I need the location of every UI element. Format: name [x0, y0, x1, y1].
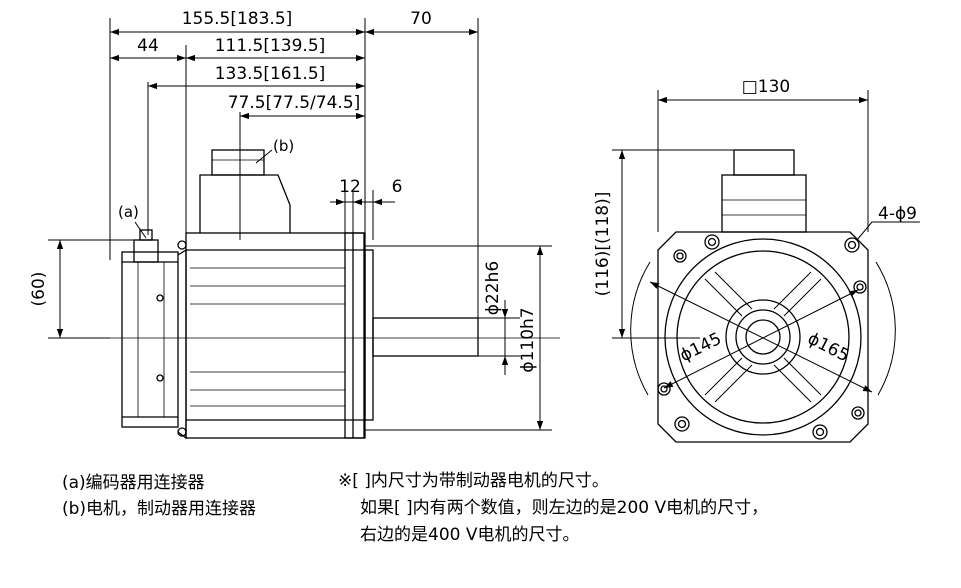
dim-133-5: 133.5[161.5]: [215, 64, 326, 84]
rear-cover: [121, 229, 187, 440]
dim-44: 44: [137, 36, 159, 56]
dim-12: 12: [339, 177, 361, 197]
dim-holes: 4-ϕ9: [878, 204, 917, 224]
legend-item-b: (b)电机，制动器用连接器: [62, 499, 257, 519]
remark-line-2: 如果[ ]内有两个数值，则左边的是200 V电机的尺寸，: [360, 498, 769, 518]
remark: ※[ ]内尺寸为带制动器电机的尺寸。 如果[ ]内有两个数值，则左边的是200 …: [338, 468, 768, 549]
dim-111-5: 111.5[139.5]: [215, 36, 326, 56]
dimension-lines: [56, 28, 544, 430]
dim-phi165: ϕ165: [804, 329, 852, 367]
legend: (a)编码器用连接器 (b)电机，制动器用连接器: [62, 470, 256, 522]
motor-body: [185, 232, 374, 439]
callout-a: (a): [118, 203, 139, 221]
power-connector: [199, 149, 291, 233]
side-view: [48, 18, 552, 440]
dim-77-5: 77.5[77.5/74.5]: [228, 93, 361, 113]
legend-item-a: (a)编码器用连接器: [62, 473, 205, 493]
pcd-leaders: [630, 221, 920, 396]
front-connector: [721, 149, 807, 233]
front-extension-lines: [612, 90, 869, 339]
shaft: [372, 317, 479, 357]
dim-70: 70: [410, 9, 432, 29]
callout-b: (b): [273, 137, 294, 155]
dim-height: (116)[(118)]: [593, 192, 613, 297]
dim-155-5: 155.5[183.5]: [182, 9, 293, 29]
front-view: [612, 90, 920, 443]
flange-square: [657, 231, 869, 443]
dim-phi110: ϕ110h7: [518, 307, 538, 372]
callout-leaders: [134, 149, 273, 239]
dim-6: 6: [392, 177, 403, 197]
remark-line-1: ※[ ]内尺寸为带制动器电机的尺寸。: [338, 471, 609, 491]
spokes: [704, 271, 822, 403]
dim-phi22: ϕ22h6: [483, 261, 503, 315]
remark-line-3: 右边的是400 V电机的尺寸。: [360, 525, 580, 545]
dim-square-130: □130: [742, 77, 791, 97]
dim-60: (60): [29, 272, 49, 307]
